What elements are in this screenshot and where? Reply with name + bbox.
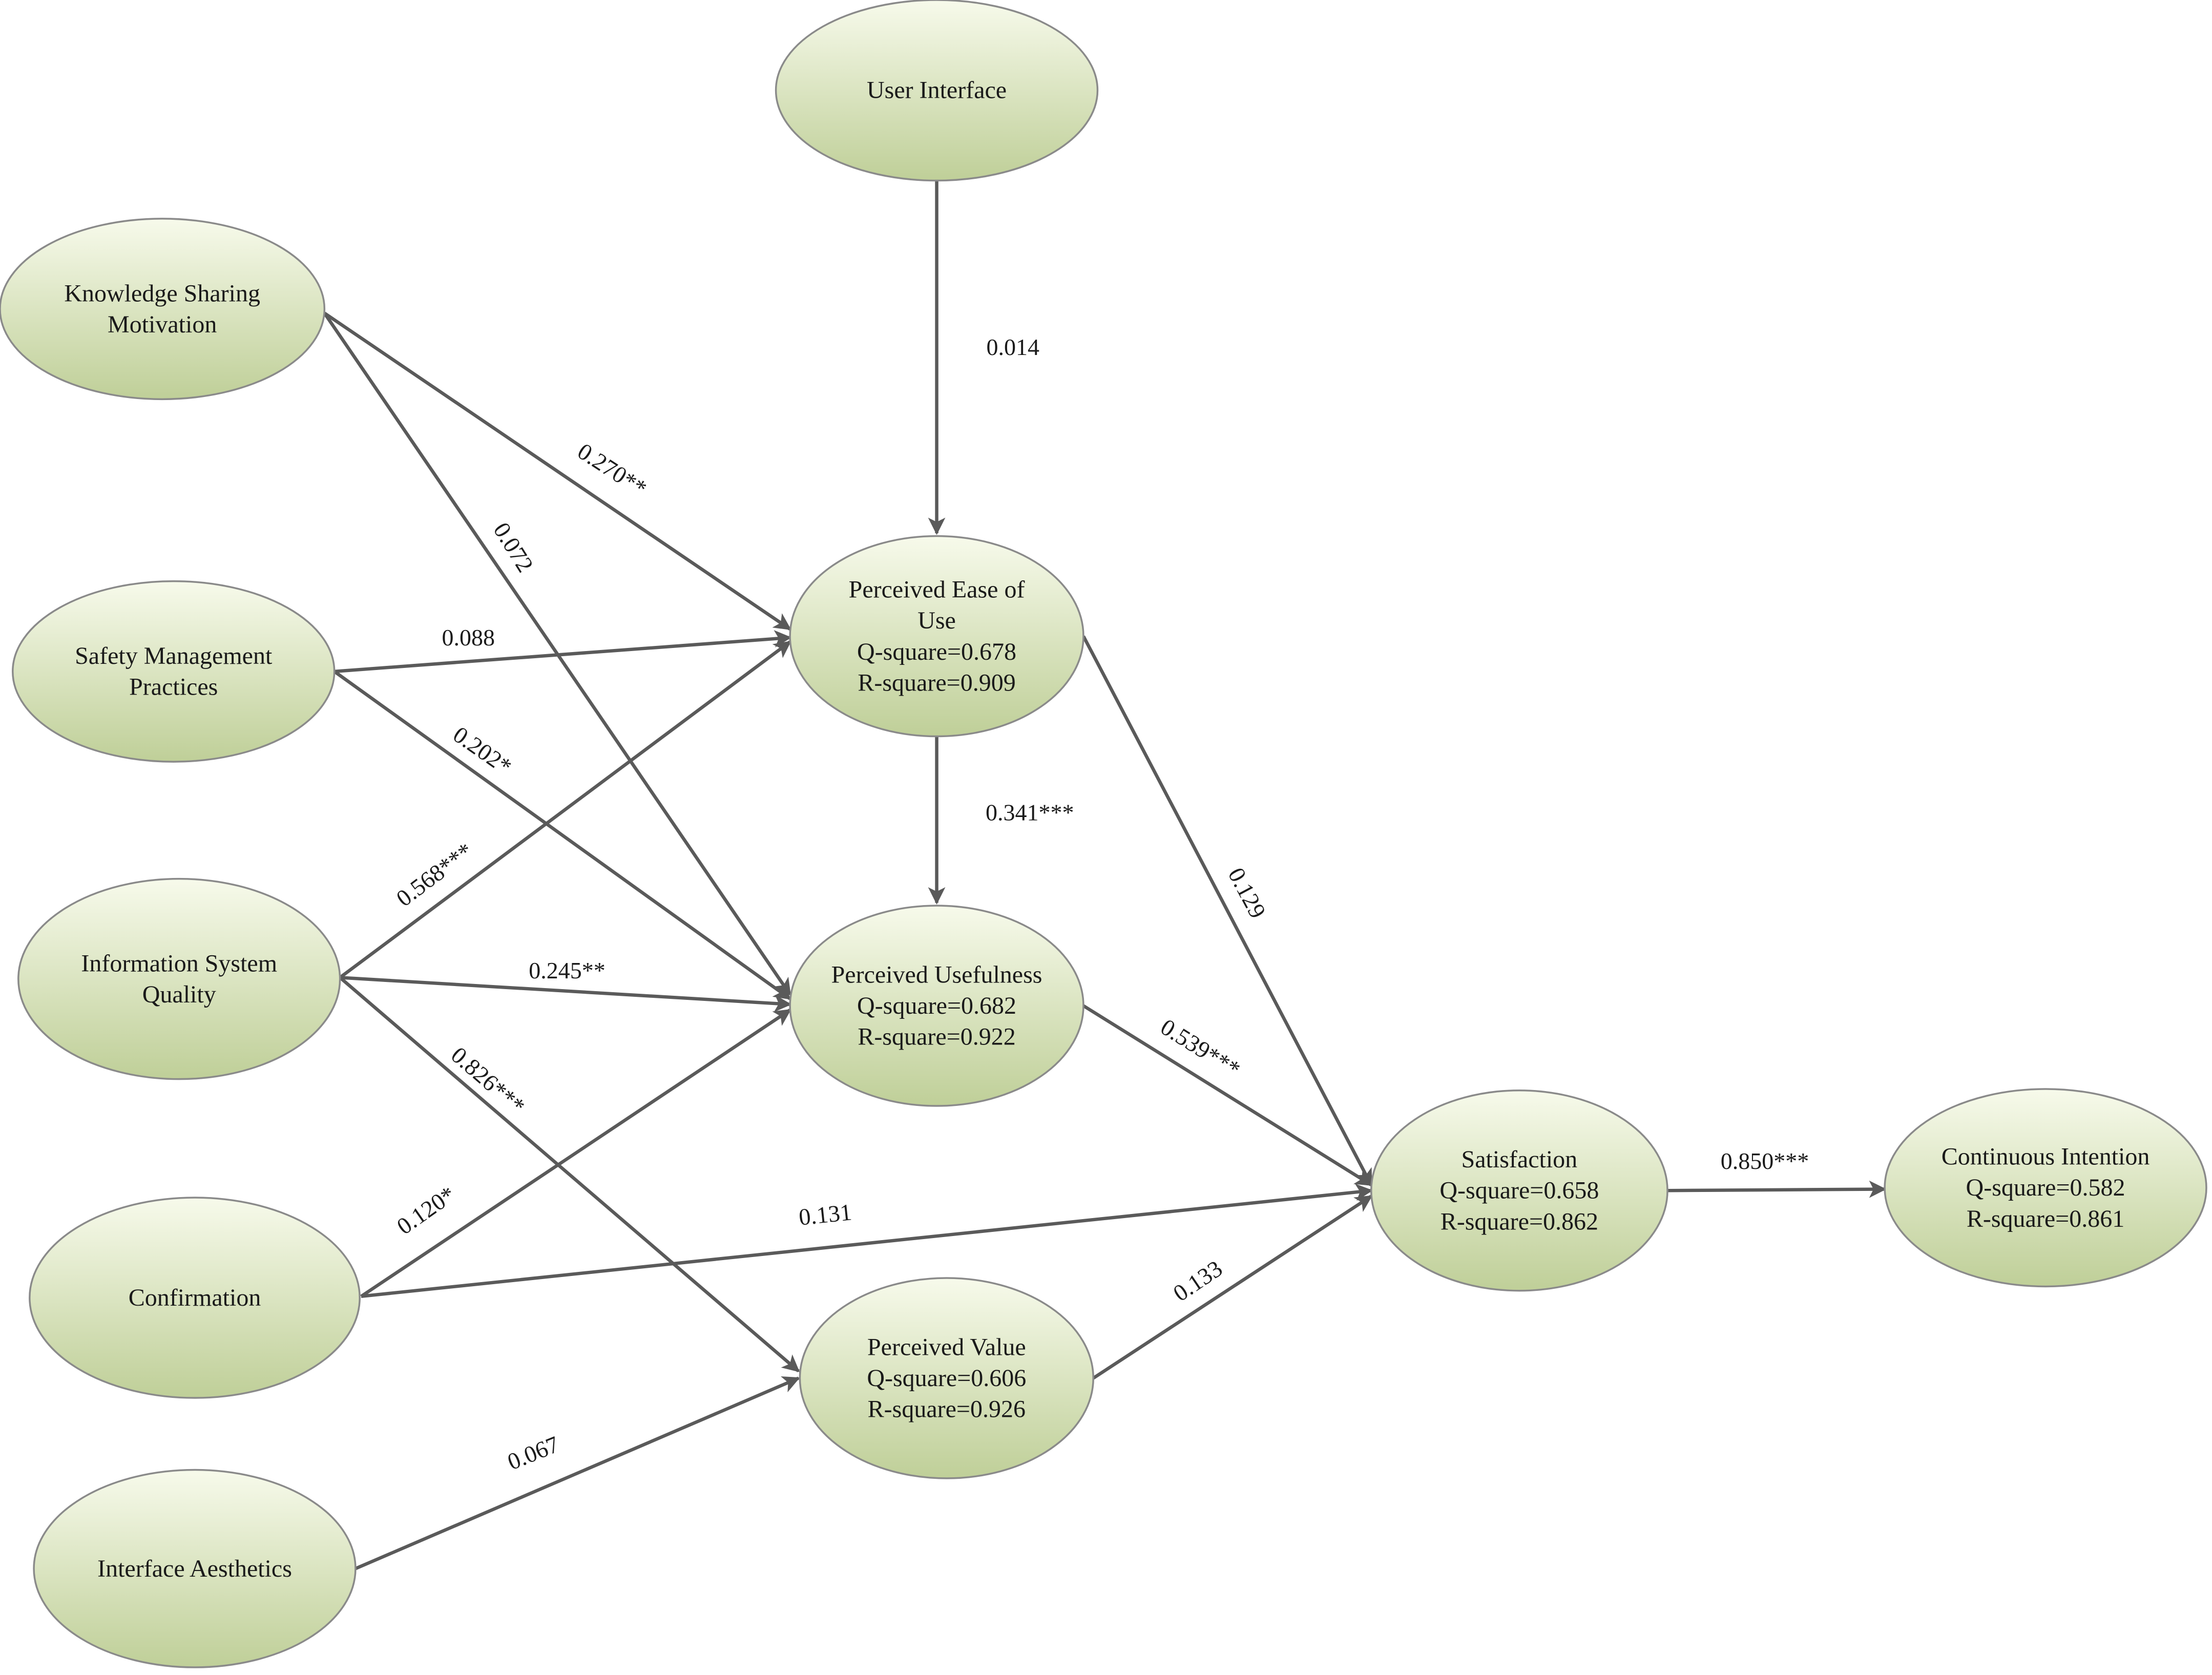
path-coefficient-pv-sat: 0.133 [1168,1255,1227,1306]
construct-peou: Perceived Ease of UseQ-square=0.678R-squa… [789,535,1084,738]
path-coefficient-pu-sat: 0.539*** [1156,1014,1245,1083]
construct-text-sat-2: R-square=0.862 [1441,1208,1598,1235]
path-arrow-conf-sat [361,1183,1373,1298]
path-coefficient-sat-ci: 0.850*** [1721,1148,1809,1174]
path-coefficient-conf-pu: 0.120* [392,1181,460,1240]
construct-ellipse-ia [33,1469,357,1668]
construct-text-pu-1: Q-square=0.682 [857,992,1016,1019]
construct-ellipse-pu [789,905,1084,1107]
construct-ellipse-smp [12,580,336,763]
path-arrow-pu-sat [1082,1004,1373,1186]
construct-text-sat-1: Q-square=0.658 [1439,1177,1599,1204]
construct-text-ksm-1: Motivation [108,311,217,338]
construct-text-isq-1: Quality [142,981,216,1008]
construct-ellipse-isq [17,877,341,1080]
construct-text-pu-2: R-square=0.922 [858,1023,1015,1051]
path-arrow-isq-pv [339,976,800,1373]
path-coefficient-ia-pv: 0.067 [504,1431,562,1475]
construct-text-smp-0: Safety Management [75,642,273,669]
path-coefficient-smp-pu: 0.202* [448,721,516,780]
path-arrow-peou-sat [1082,635,1373,1187]
construct-text-ksm-0: Knowledge Sharing [64,280,260,307]
construct-text-peou-0: Perceived Ease of [849,576,1025,603]
construct-text-ci-0: Continuous Intention [1942,1143,2150,1170]
path-arrow-smp-pu [333,670,791,1000]
construct-text-ui-0: User Interface [867,77,1007,104]
construct-ellipse-ui [775,0,1099,182]
construct-text-peou-3: R-square=0.909 [858,669,1015,696]
construct-text-sat-0: Satisfaction [1462,1146,1578,1173]
construct-ia: Interface Aesthetics [33,1469,357,1668]
construct-text-ci-1: Q-square=0.582 [1966,1174,2125,1201]
construct-text-peou-2: Q-square=0.678 [857,638,1016,665]
path-arrow-ia-pv [354,1376,800,1571]
construct-text-ia-0: Interface Aesthetics [97,1555,292,1582]
construct-pu: Perceived UsefulnessQ-square=0.682R-squa… [789,905,1084,1107]
construct-text-conf-0: Confirmation [129,1284,261,1311]
construct-text-pv-1: Q-square=0.606 [867,1365,1026,1392]
construct-text-pu-0: Perceived Usefulness [831,961,1042,988]
path-labels-layer: 0.014 0.270** 0.072 0.088 0.202* 0.568*** 0.24… [391,334,1809,1475]
path-arrow-sat-ci [1667,1180,1887,1198]
construct-ellipse-peou [789,535,1084,738]
construct-ellipse-ksm [0,218,326,401]
path-arrow-pv-sat [1092,1195,1373,1380]
construct-text-isq-0: Information System [81,950,277,977]
path-arrow-ksm-peou [323,311,791,631]
path-coefficient-ksm-pu: 0.072 [488,518,538,577]
path-coefficient-ui-peou: 0.014 [986,334,1039,360]
construct-text-peou-1: Use [917,607,956,634]
construct-ellipse-conf [29,1197,361,1399]
construct-text-ci-2: R-square=0.861 [1967,1205,2124,1232]
path-coefficient-smp-peou: 0.088 [442,624,495,651]
construct-ellipse-pv [799,1277,1094,1479]
path-arrow-isq-peou [339,640,791,979]
construct-text-pv-2: R-square=0.926 [868,1396,1026,1423]
paths-layer [323,180,1887,1571]
path-arrow-conf-pu [360,1009,791,1298]
path-arrow-smp-peou [334,630,792,674]
construct-ellipse-sat [1370,1089,1668,1292]
path-arrow-isq-pu [340,976,792,1012]
path-coefficient-isq-peou: 0.568*** [391,837,477,912]
path-coefficient-ksm-peou: 0.270** [573,438,652,501]
construct-ci: Continuous IntentionQ-square=0.582R-squa… [1884,1088,2207,1288]
path-coefficient-conf-sat: 0.131 [798,1199,853,1230]
path-coefficient-isq-pu: 0.245** [529,957,606,983]
construct-conf: Confirmation [29,1197,361,1399]
path-coefficient-peou-pu: 0.341*** [986,800,1074,826]
construct-ellipse-ci [1884,1088,2207,1288]
construct-text-smp-1: Practices [129,674,218,701]
construct-ui: User Interface [775,0,1099,182]
construct-pv: Perceived ValueQ-square=0.606R-square=0.… [799,1277,1094,1479]
construct-text-pv-0: Perceived Value [867,1333,1026,1360]
